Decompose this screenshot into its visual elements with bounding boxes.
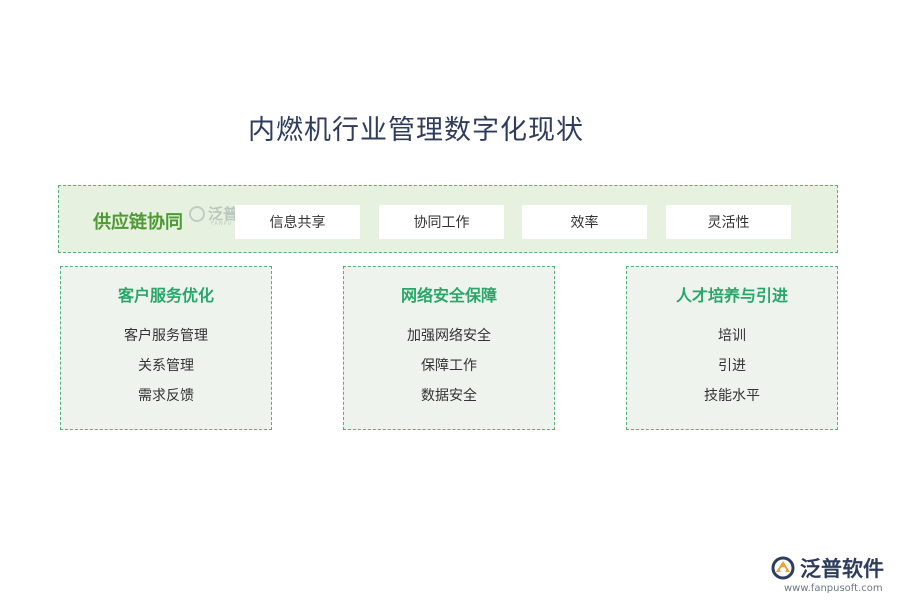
box-network-security: 网络安全保障 加强网络安全 保障工作 数据安全 (343, 266, 555, 430)
box-items: 加强网络安全 保障工作 数据安全 (344, 325, 554, 415)
band-chip: 信息共享 (235, 205, 360, 239)
band-chip: 灵活性 (666, 205, 791, 239)
box-title: 人才培养与引进 (675, 286, 788, 305)
box-items: 客户服务管理 关系管理 需求反馈 (61, 325, 271, 415)
box-item: 加强网络安全 (407, 328, 491, 344)
band-chip: 协同工作 (379, 205, 504, 239)
box-item: 技能水平 (704, 388, 760, 404)
band-label: 供应链协同 (93, 212, 183, 233)
box-item: 关系管理 (138, 358, 194, 374)
box-item: 培训 (718, 328, 746, 344)
box-item: 数据安全 (421, 388, 477, 404)
box-customer-service: 客户服务优化 客户服务管理 关系管理 需求反馈 (60, 266, 272, 430)
box-title: 客户服务优化 (117, 286, 214, 305)
supply-chain-band: 供应链协同 泛普软件 FANPU SOFTWARE 信息共享 协同工作 效率 灵… (58, 185, 838, 253)
watermark-logo-icon (189, 205, 205, 222)
box-items: 培训 引进 技能水平 (627, 325, 837, 415)
diagram-title: 内燃机行业管理数字化现状 (248, 115, 584, 146)
box-item: 引进 (718, 358, 746, 374)
box-item: 需求反馈 (138, 388, 194, 404)
logo-name: 泛普软件 (800, 557, 884, 581)
fanpu-logo-icon (771, 556, 795, 580)
box-title: 网络安全保障 (400, 286, 497, 305)
box-talent: 人才培养与引进 培训 引进 技能水平 (626, 266, 838, 430)
band-chip: 效率 (522, 205, 647, 239)
box-item: 客户服务管理 (124, 328, 208, 344)
box-item: 保障工作 (421, 358, 477, 374)
logo-url: www.fanpusoft.com (784, 583, 883, 594)
brand-logo: 泛普软件 www.fanpusoft.com (770, 552, 892, 598)
